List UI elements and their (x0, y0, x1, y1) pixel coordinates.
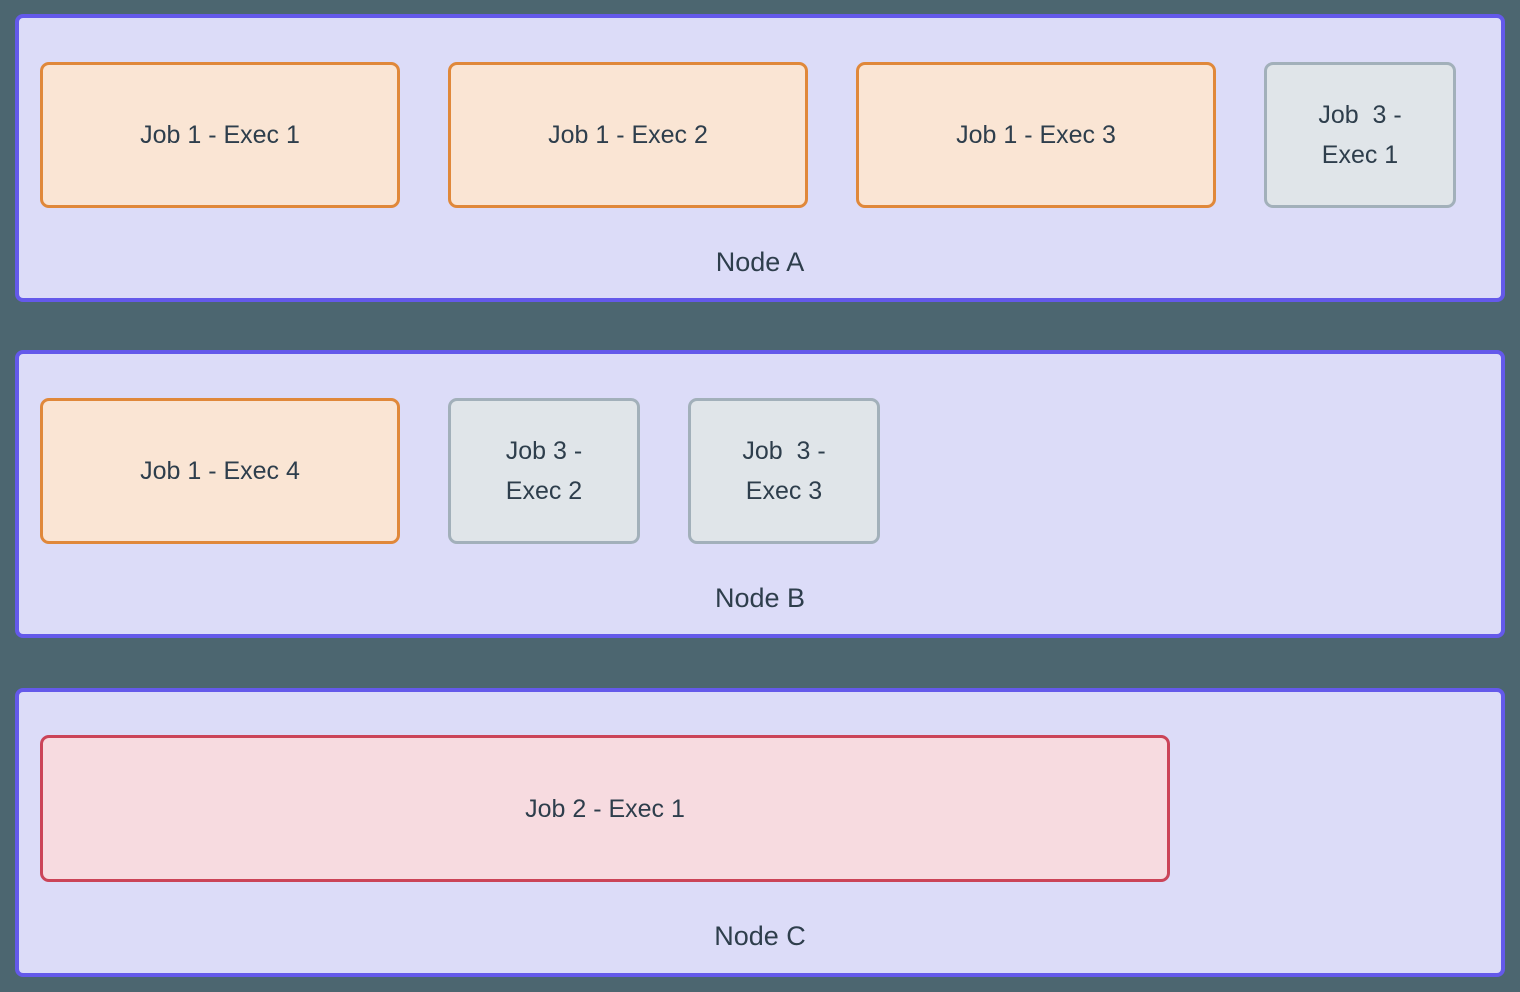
node-a: Job 1 - Exec 1 Job 1 - Exec 2 Job 1 - Ex… (15, 14, 1505, 302)
node-a-label: Node A (715, 247, 805, 277)
executor-label: Job 3 - Exec 1 (1318, 101, 1402, 169)
executor-label: Job 3 - Exec 3 (742, 437, 826, 505)
node-b: Job 1 - Exec 4 Job 3 - Exec 2 Job 3 - Ex… (15, 350, 1505, 638)
executor-job3-exec1: Job 3 - Exec 1 (1264, 62, 1456, 208)
executor-label: Job 1 - Exec 2 (548, 121, 708, 149)
executor-job1-exec2: Job 1 - Exec 2 (448, 62, 808, 208)
executor-label: Job 1 - Exec 4 (140, 457, 300, 485)
executor-label: Job 3 - Exec 2 (505, 437, 583, 505)
executor-label: Job 1 - Exec 3 (956, 121, 1116, 149)
node-b-executors: Job 1 - Exec 4 Job 3 - Exec 2 Job 3 - Ex… (40, 398, 1480, 544)
executor-job2-exec1: Job 2 - Exec 1 (40, 735, 1170, 882)
node-c-executors: Job 2 - Exec 1 (40, 735, 1480, 882)
executor-label: Job 2 - Exec 1 (525, 794, 685, 823)
node-a-executors: Job 1 - Exec 1 Job 1 - Exec 2 Job 1 - Ex… (40, 62, 1480, 208)
node-c: Job 2 - Exec 1 Node C (15, 688, 1505, 977)
executor-job3-exec2: Job 3 - Exec 2 (448, 398, 640, 544)
executor-job1-exec1: Job 1 - Exec 1 (40, 62, 400, 208)
executor-job1-exec3: Job 1 - Exec 3 (856, 62, 1216, 208)
executor-label: Job 1 - Exec 1 (140, 121, 300, 149)
node-b-label: Node B (714, 583, 806, 613)
executor-job3-exec3: Job 3 - Exec 3 (688, 398, 880, 544)
node-c-label: Node C (714, 921, 806, 951)
executor-job1-exec4: Job 1 - Exec 4 (40, 398, 400, 544)
